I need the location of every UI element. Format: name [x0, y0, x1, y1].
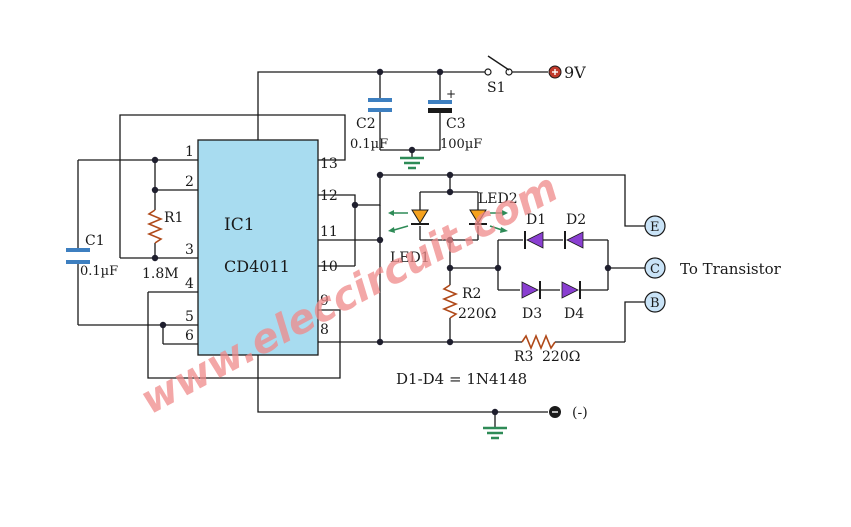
- minus-terminal: (-): [549, 405, 588, 421]
- pin-13: 13: [320, 156, 338, 172]
- led1-label: LED1: [390, 250, 430, 266]
- diode-note: D1-D4 = 1N4148: [396, 370, 527, 388]
- switch-s1: S1: [484, 55, 513, 96]
- terminal-e: E: [644, 215, 666, 237]
- capacitor-c2: C2 0.1µF: [350, 98, 392, 152]
- terminal-c-label: C: [650, 262, 660, 277]
- wires: [77, 71, 645, 428]
- d4-label: D4: [564, 306, 584, 322]
- led2-label: LED2: [478, 191, 518, 207]
- pin-3: 3: [185, 242, 194, 258]
- led1: LED1: [388, 209, 430, 266]
- terminal-e-label: E: [650, 220, 660, 235]
- r2-value: 220Ω: [458, 306, 496, 322]
- pin-4: 4: [185, 276, 194, 292]
- pin-11: 11: [320, 224, 338, 240]
- terminal-b: B: [644, 291, 666, 313]
- ic-part: CD4011: [224, 257, 290, 276]
- c3-plus-icon: +: [446, 87, 456, 101]
- resistor-r1: R1 1.8M: [142, 209, 183, 282]
- c3-value: 100µF: [440, 137, 482, 152]
- pin-numbers: 1 2 3 4 5 6 13 12 11 10 9 8: [185, 144, 338, 344]
- s1-label: S1: [487, 80, 506, 96]
- c1-value: 0.1µF: [80, 264, 118, 279]
- c2-value: 0.1µF: [350, 137, 388, 152]
- junction-dots: [151, 68, 612, 416]
- ground-label: (-): [572, 405, 588, 421]
- led2: LED2: [469, 191, 518, 233]
- r3-label: R3: [514, 349, 533, 365]
- r2-label: R2: [462, 286, 481, 302]
- r1-value: 1.8M: [142, 266, 179, 282]
- capacitor-c3: + C3 100µF: [428, 87, 482, 152]
- r3-value: 220Ω: [542, 349, 580, 365]
- terminal-b-label: B: [650, 296, 660, 311]
- diode-d4: D4: [561, 281, 584, 322]
- pin-2: 2: [185, 174, 194, 190]
- d2-label: D2: [566, 212, 586, 228]
- pin-12: 12: [320, 188, 338, 204]
- pin-10: 10: [320, 259, 338, 275]
- pin-6: 6: [185, 328, 194, 344]
- d3-label: D3: [522, 306, 542, 322]
- resistor-r2: R2 220Ω: [441, 284, 496, 322]
- capacitor-c1: C1 0.1µF: [66, 233, 118, 279]
- pin-8: 8: [320, 322, 329, 338]
- diode-d2: D2: [564, 212, 586, 249]
- ic-cd4011: IC1 CD4011: [197, 139, 319, 356]
- ground-icon-bottom: [483, 426, 507, 440]
- to-transistor-label: To Transistor: [680, 260, 782, 278]
- pin-9: 9: [320, 293, 329, 309]
- terminal-c: C To Transistor: [644, 257, 782, 279]
- supply-label: 9V: [564, 63, 586, 82]
- diode-d1: D1: [524, 212, 546, 249]
- d1-label: D1: [526, 212, 546, 228]
- c1-label: C1: [85, 233, 105, 249]
- resistor-r3: R3 220Ω: [514, 333, 580, 365]
- r1-label: R1: [164, 210, 183, 226]
- diode-d3: D3: [521, 281, 542, 322]
- c3-label: C3: [446, 116, 466, 132]
- supply-terminal: 9V: [548, 63, 586, 82]
- ground-icon-top: [400, 156, 424, 170]
- pin-1: 1: [185, 144, 194, 160]
- c2-label: C2: [356, 116, 376, 132]
- ic-name: IC1: [224, 215, 255, 235]
- pin-5: 5: [185, 309, 194, 325]
